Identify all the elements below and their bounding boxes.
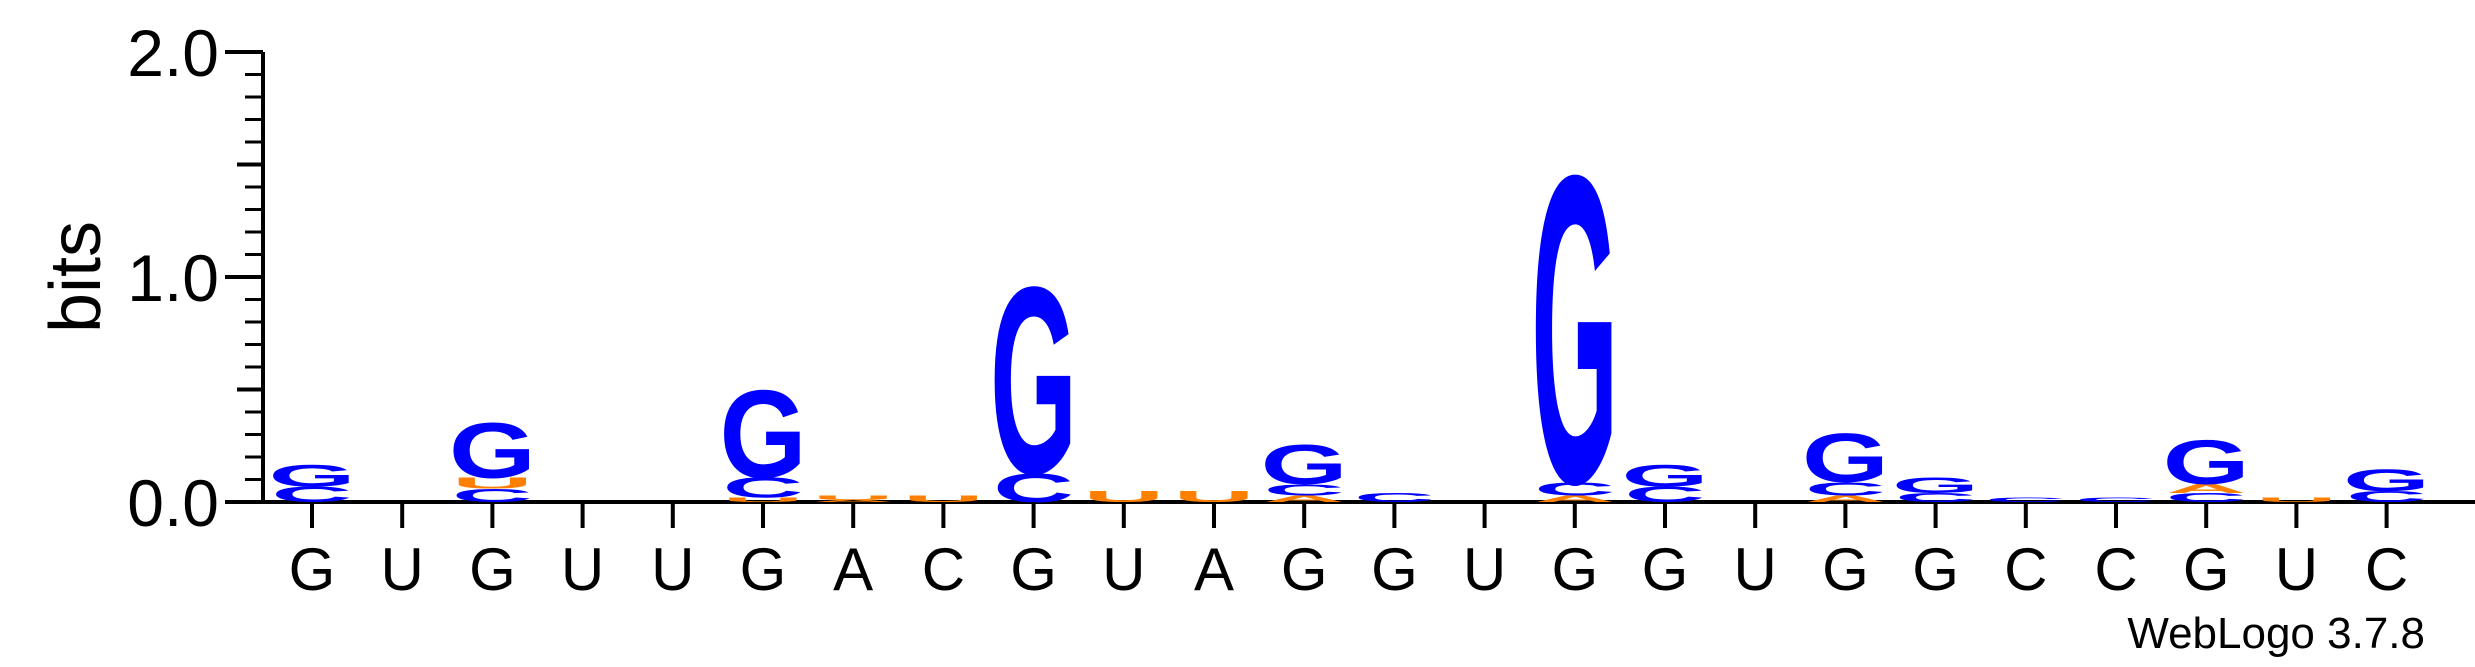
logo-letter-G: G [1892,473,1979,498]
logo-letter-G: G [719,364,806,504]
logo-letter-U: U [723,496,804,503]
y-axis-label: bits [36,221,116,333]
logo-letter-C: C [1985,496,2066,503]
logo-letter-A: A [1805,493,1886,504]
x-position-label: U [1463,536,1506,603]
logo-letter-U: U [1083,488,1164,505]
logo-letter-G: G [449,407,536,495]
x-position-label: U [651,536,694,603]
logo-letter-A: A [1534,493,1615,504]
x-position-label: G [289,536,336,603]
logo-letter-G: G [1531,84,1618,576]
logo-letter-G: G [2343,463,2430,498]
logo-letter-C: C [1264,481,1345,498]
logo-letter-G: G [1261,433,1348,496]
x-position-label: G [1822,536,1869,603]
x-position-label: A [1194,536,1234,603]
logo-letter-C: C [1534,478,1615,499]
x-position-label: G [740,536,787,603]
x-position-label: C [2365,536,2408,603]
logo-letter-C: C [452,485,533,506]
logo-letter-G: G [990,233,1077,530]
logo-letter-A: A [2166,482,2247,496]
x-position-label: U [561,536,604,603]
x-position-label: C [922,536,965,603]
logo-letter-C: C [1805,478,1886,499]
logo-letter-G: G [1621,458,1708,493]
weblogo-version-label: WebLogo 3.7.8 [2127,609,2425,658]
logo-letter-C: C [2166,491,2247,505]
x-position-label: G [1281,536,1328,603]
x-position-label: G [1912,536,1959,603]
y-tick-label: 2.0 [127,16,219,90]
logo-letter-C: C [723,472,804,504]
x-position-label: G [1642,536,1689,603]
logo-letter-U: U [813,494,894,501]
logo-letter-C: C [1895,491,1976,505]
logo-letter-C: C [2076,496,2157,503]
x-position-label: U [381,536,424,603]
y-tick-label: 1.0 [127,241,219,315]
logo-letter-G: G [268,458,355,493]
logo-letter-U: U [452,474,533,491]
logo-letter-A: A [813,499,894,503]
logo-letter-A: A [1264,493,1345,504]
x-position-label: U [1102,536,1145,603]
logo-letter-G: G [1802,419,1889,496]
logo-letter-C: C [1354,491,1435,505]
logo-letter-U: U [1174,488,1255,505]
x-position-label: C [2004,536,2047,603]
logo-letter-C: C [2346,488,2427,505]
y-tick-label: 0.0 [127,466,219,540]
x-position-label: G [469,536,516,603]
logo-letter-U: U [2256,496,2337,503]
x-position-label: C [2094,536,2137,603]
x-position-label: G [1010,536,1057,603]
x-position-label: A [833,536,873,603]
x-position-label: U [2275,536,2318,603]
x-position-label: G [1371,536,1418,603]
x-position-label: G [1551,536,1598,603]
x-position-label: U [1734,536,1777,603]
logo-letter-U: U [903,493,984,504]
logo-letter-G: G [2163,428,2250,498]
x-position-label: G [2183,536,2230,603]
